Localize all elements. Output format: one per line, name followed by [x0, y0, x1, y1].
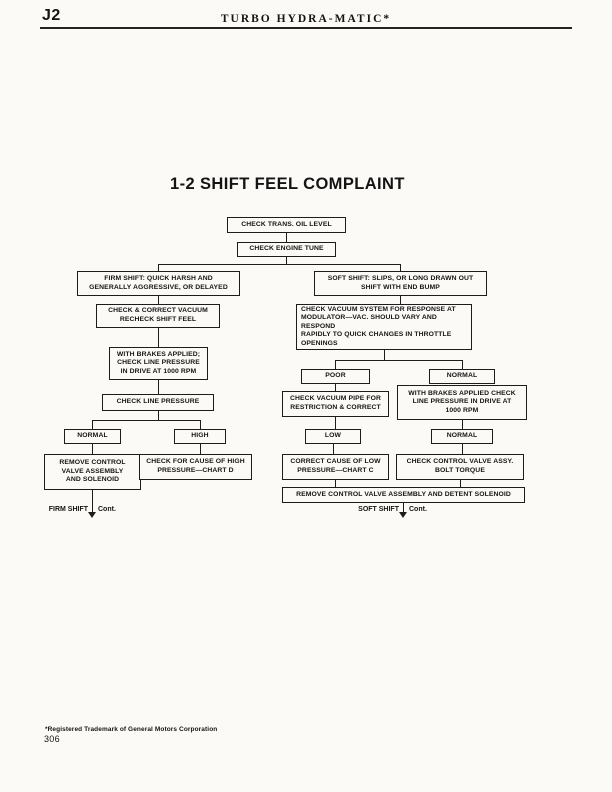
flow-connector — [460, 480, 461, 487]
flow-connector — [158, 328, 159, 347]
firm-shift-cont-text: Cont. — [98, 506, 116, 513]
soft-shift-cont-label: SOFT SHIFT — [358, 506, 399, 513]
flow-box-brakes-applied-left: WITH BRAKES APPLIED; CHECK LINE PRESSURE… — [109, 347, 208, 380]
flow-connector — [158, 380, 159, 394]
flow-connector — [200, 420, 201, 429]
flow-box-brakes-applied-right: WITH BRAKES APPLIED CHECK LINE PRESSURE … — [397, 385, 527, 420]
flow-connector — [335, 384, 336, 391]
flow-box-check-high-pressure-cause: CHECK FOR CAUSE OF HIGH PRESSURE—CHART D — [139, 454, 252, 480]
flow-box-correct-low-pressure-cause: CORRECT CAUSE OF LOW PRESSURE—CHART C — [282, 454, 389, 480]
flow-connector — [92, 420, 93, 429]
flow-connector — [158, 296, 159, 304]
flow-connector — [400, 296, 401, 304]
flow-connector — [200, 444, 201, 454]
flow-connector — [335, 360, 462, 361]
flow-box-check-correct-vacuum: CHECK & CORRECT VACUUM RECHECK SHIFT FEE… — [96, 304, 220, 328]
down-arrow-icon — [399, 512, 407, 518]
flow-box-soft-shift-symptom: SOFT SHIFT: SLIPS, OR LONG DRAWN OUT SHI… — [314, 271, 487, 296]
flow-box-check-line-pressure: CHECK LINE PRESSURE — [102, 394, 214, 411]
flow-box-firm-shift-symptom: FIRM SHIFT: QUICK HARSH AND GENERALLY AG… — [77, 271, 240, 296]
page-section-code: J2 — [42, 7, 61, 24]
flow-box-remove-control-valve-detent-solenoid: REMOVE CONTROL VALVE ASSEMBLY AND DETENT… — [282, 487, 525, 503]
page-number: 306 — [44, 734, 60, 744]
flow-connector — [92, 420, 200, 421]
flow-connector — [335, 480, 336, 487]
trademark-footnote: *Registered Trademark of General Motors … — [45, 726, 218, 733]
flow-box-normal-upper-right: NORMAL — [429, 369, 495, 384]
flow-connector — [384, 350, 385, 360]
page-title: 1-2 SHIFT FEEL COMPLAINT — [170, 175, 405, 193]
flow-connector — [286, 257, 287, 264]
flow-connector — [158, 411, 159, 420]
flow-box-check-bolt-torque: CHECK CONTROL VALVE ASSY. BOLT TORQUE — [396, 454, 524, 480]
flow-connector — [335, 360, 336, 369]
firm-shift-cont-label: FIRM SHIFT — [48, 506, 88, 513]
flow-box-check-vacuum-pipe: CHECK VACUUM PIPE FOR RESTRICTION & CORR… — [282, 391, 389, 417]
flow-box-check-trans-oil-level: CHECK TRANS. OIL LEVEL — [227, 217, 346, 233]
running-header-title: TURBO HYDRA-MATIC* — [220, 13, 392, 25]
flow-connector — [92, 444, 93, 454]
flow-box-remove-control-valve-solenoid: REMOVE CONTROL VALVE ASSEMBLY AND SOLENO… — [44, 454, 141, 490]
soft-shift-cont-text: Cont. — [409, 506, 427, 513]
flow-connector — [286, 233, 287, 242]
flow-connector — [92, 490, 93, 512]
flow-box-low: LOW — [305, 429, 361, 444]
flow-connector — [158, 264, 401, 265]
flow-connector — [400, 264, 401, 271]
flow-connector — [335, 417, 336, 429]
flow-connector — [462, 360, 463, 369]
flow-connector — [462, 420, 463, 429]
flow-connector — [462, 444, 463, 454]
flow-box-normal-left: NORMAL — [64, 429, 121, 444]
flow-box-normal-lower-right: NORMAL — [431, 429, 493, 444]
flow-connector — [158, 264, 159, 271]
down-arrow-icon — [88, 512, 96, 518]
flow-box-check-vacuum-system: CHECK VACUUM SYSTEM FOR RESPONSE AT MODU… — [296, 304, 472, 350]
flow-box-high: HIGH — [174, 429, 226, 444]
header-rule — [40, 27, 572, 29]
flow-box-poor: POOR — [301, 369, 370, 384]
flow-box-check-engine-tune: CHECK ENGINE TUNE — [237, 242, 336, 257]
flow-connector — [333, 444, 334, 454]
flow-connector — [403, 503, 404, 512]
